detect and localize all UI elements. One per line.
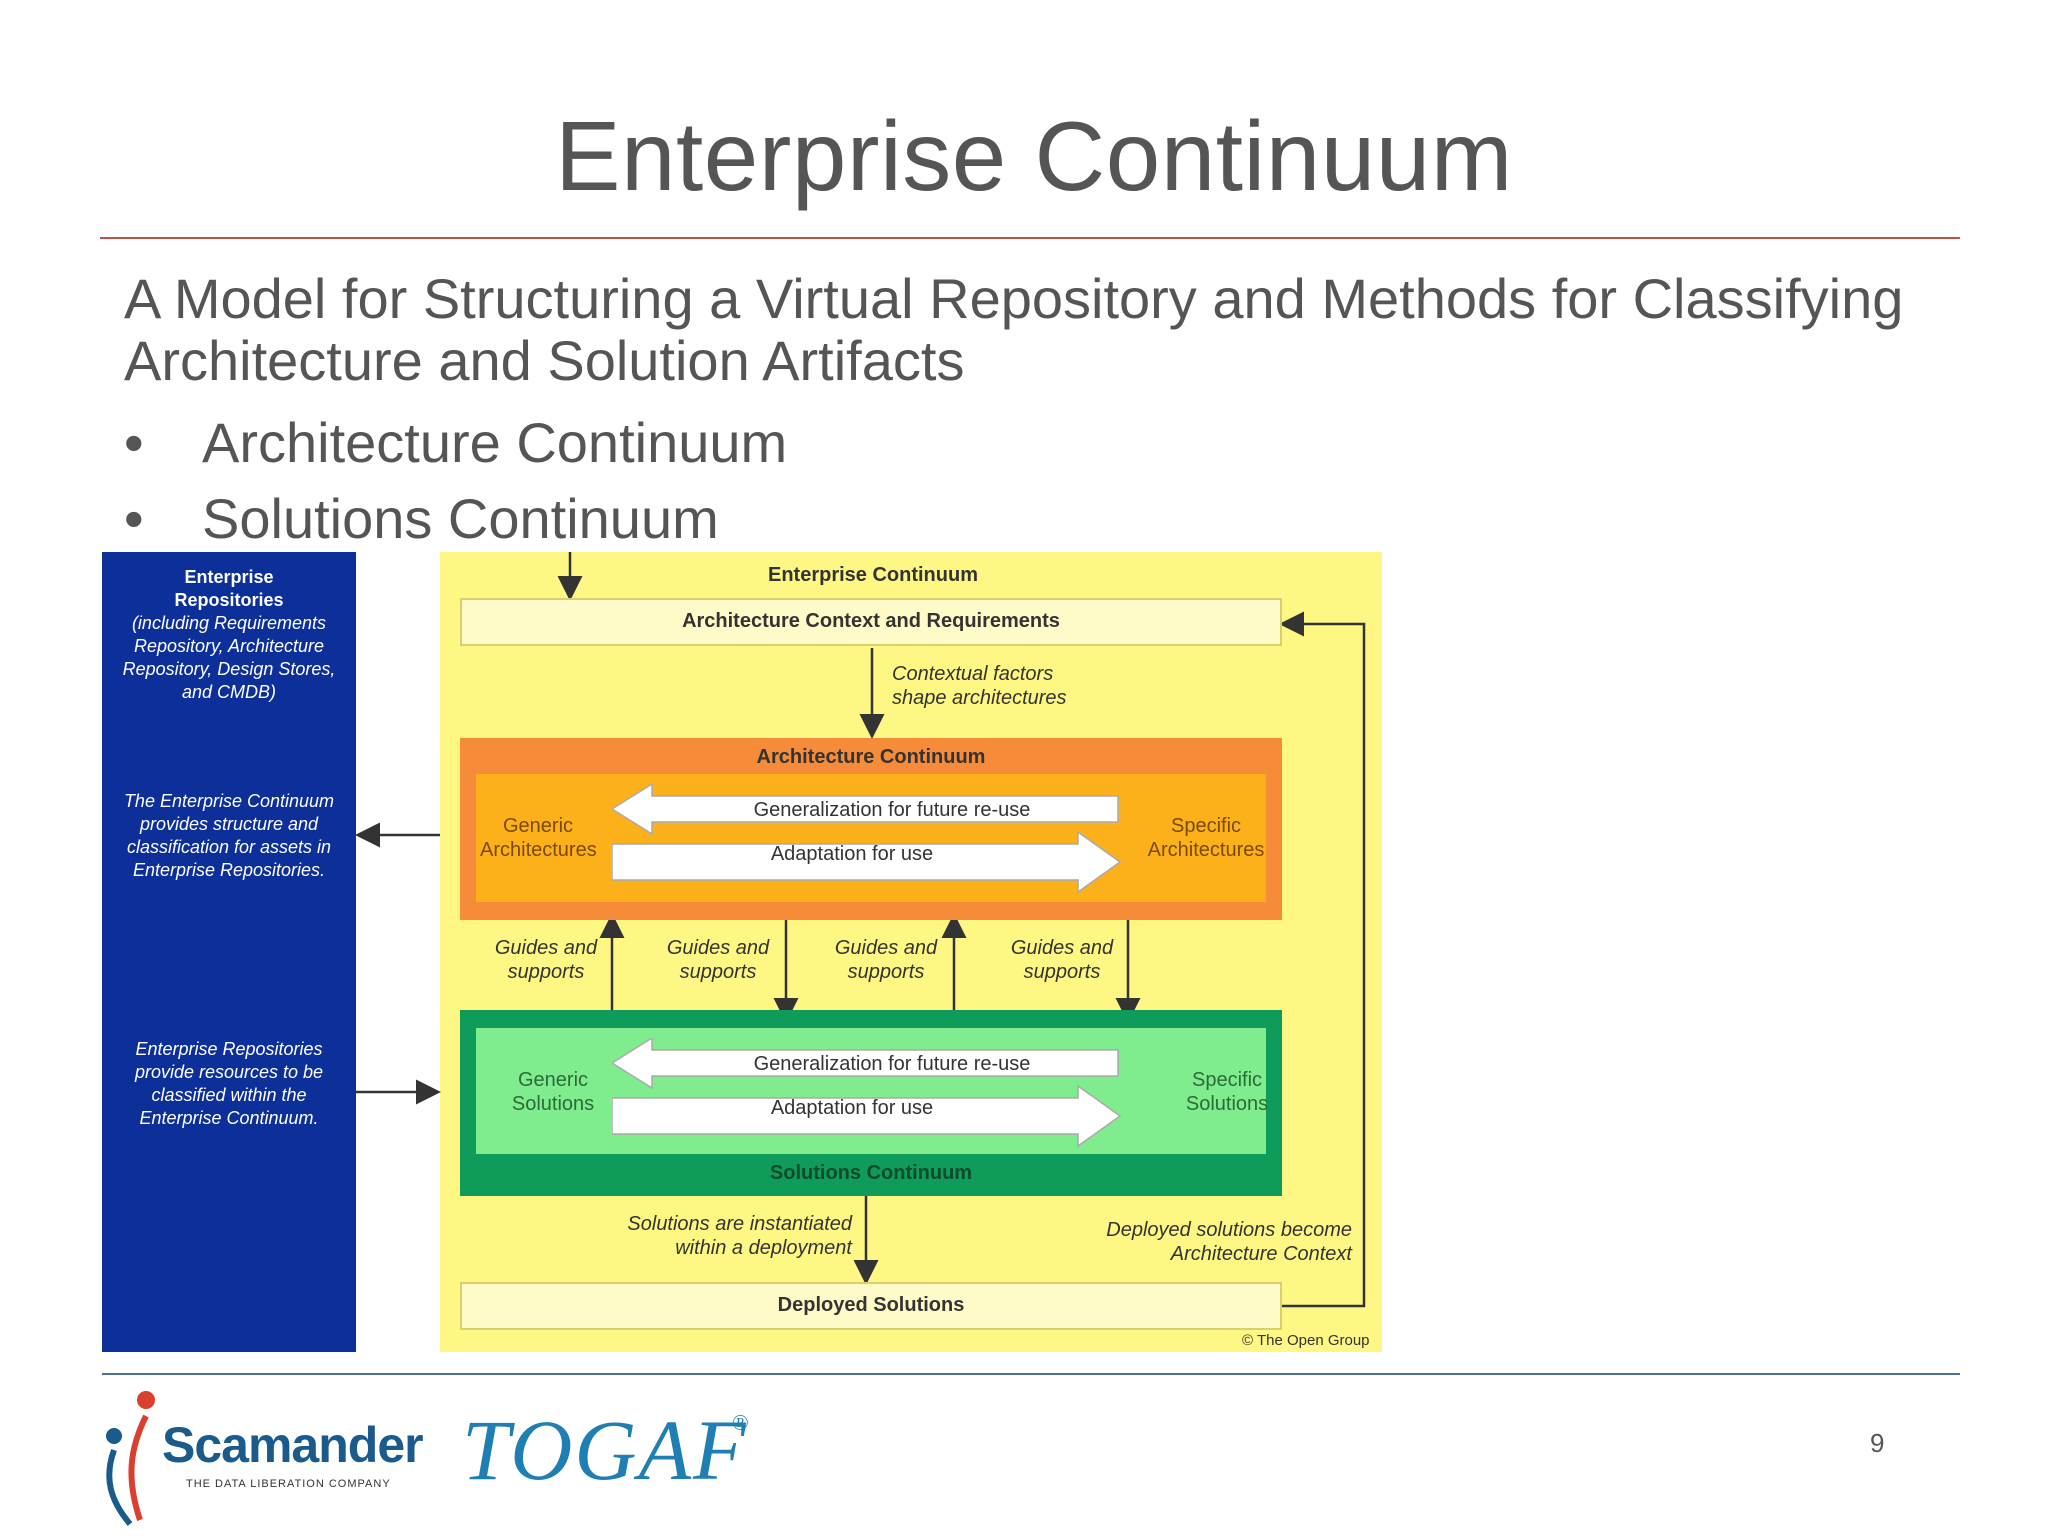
generic-solutions-label: Generic Solutions (511, 1069, 595, 1115)
connector-lines (355, 552, 1366, 1308)
scamander-tagline: THE DATA LIBERATION COMPANY (186, 1478, 391, 1490)
slide-title: Enterprise Continuum (555, 101, 1513, 211)
architecture-continuum-label: Architecture Continuum (756, 746, 986, 768)
continuum-panel (440, 552, 1382, 1352)
deployed-solutions-label: Deployed Solutions (777, 1294, 965, 1316)
architecture-generalization-label: Generalization for future re-use (753, 799, 1031, 821)
guides-label-1: Guides and supports (494, 937, 598, 983)
structure-note: The Enterprise Continuum provides struct… (123, 791, 335, 880)
specific-architectures-label: Specific Architectures (1147, 815, 1265, 861)
scamander-figure-icon (106, 1391, 155, 1526)
footer-divider (102, 1373, 1960, 1375)
architecture-arrows (612, 784, 1122, 894)
solutions-adaptation-label: Adaptation for use (770, 1097, 934, 1119)
slide-subtitle: A Model for Structuring a Virtual Reposi… (124, 267, 1904, 392)
repositories-heading-line2: Repositories (174, 590, 284, 610)
enterprise-repositories-panel: Enterprise Repositories (including Requi… (102, 552, 356, 1352)
guides-label-4: Guides and supports (1010, 937, 1114, 983)
resources-note: Enterprise Repositories provide resource… (134, 1039, 324, 1128)
specific-solutions-label: Specific Solutions (1185, 1069, 1269, 1115)
solutions-continuum-label: Solutions Continuum (769, 1162, 973, 1184)
context-box-label: Architecture Context and Requirements (682, 610, 1060, 632)
bullet-text: Solutions Continuum (202, 487, 719, 550)
enterprise-continuum-diagram: Enterprise Repositories (including Requi… (102, 552, 1382, 1352)
generic-architectures-label: Generic Architectures (480, 815, 597, 861)
deployed-context-note: Deployed solutions become Architecture C… (1106, 1219, 1352, 1265)
guides-label-3: Guides and supports (834, 937, 938, 983)
solutions-generalization-label: Generalization for future re-use (753, 1053, 1031, 1075)
bullet-dot: • (124, 411, 144, 474)
togaf-wordmark: TOGAF (462, 1402, 748, 1498)
continuum-title: Enterprise Continuum (767, 564, 978, 586)
scamander-logo: Scamander THE DATA LIBERATION COMPANY (100, 1388, 424, 1528)
instantiated-note: Solutions are instantiated within a depl… (627, 1213, 852, 1259)
title-divider (100, 237, 1960, 239)
bullet-text: Architecture Continuum (202, 411, 788, 474)
deployed-solutions-box: Deployed Solutions (460, 1282, 1282, 1330)
page-number: 9 (1870, 1428, 1885, 1458)
context-box: Architecture Context and Requirements (460, 598, 1282, 646)
repositories-note: (including Requirements Repository, Arch… (122, 613, 336, 702)
contextual-factors-note: Contextual factors shape architectures (892, 663, 1067, 709)
solutions-arrows (612, 1038, 1122, 1148)
registered-mark: ® (732, 1410, 751, 1435)
togaf-logo: TOGAF ® (462, 1400, 751, 1500)
copyright-notice: © The Open Group (1242, 1332, 1370, 1349)
repositories-heading-line1: Enterprise (184, 567, 274, 587)
feedback-loop-arrow (1279, 611, 1366, 1308)
guides-label-2: Guides and supports (666, 937, 770, 983)
architecture-adaptation-label: Adaptation for use (770, 843, 934, 865)
scamander-wordmark: Scamander (162, 1417, 424, 1473)
bullet-dot: • (124, 487, 144, 550)
